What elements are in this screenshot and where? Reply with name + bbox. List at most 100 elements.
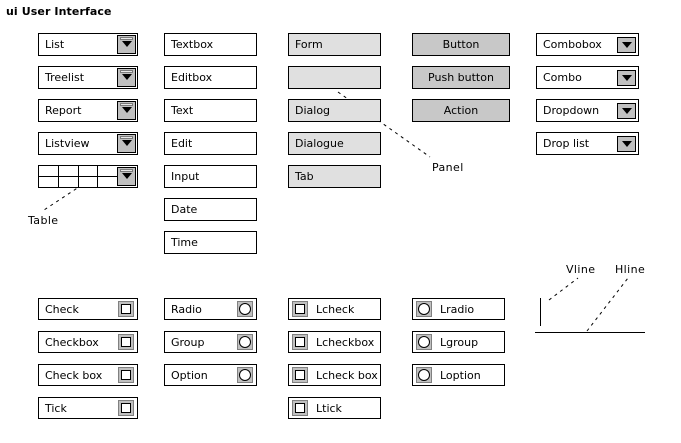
panel-tab[interactable]: Tab: [288, 165, 381, 188]
radio-group[interactable]: Group: [164, 331, 257, 353]
textbox-label: Text: [171, 105, 194, 116]
chevron-down-icon[interactable]: [617, 102, 636, 119]
checkbox-label: Check: [45, 303, 79, 315]
checkbox-label: Lcheck box: [316, 369, 378, 381]
checkbox-lcheck[interactable]: Lcheck: [288, 298, 381, 320]
table-row: [39, 176, 117, 187]
checkbox-label: Check box: [45, 369, 103, 381]
panel-dialogue[interactable]: Dialogue: [288, 132, 381, 155]
table-cell: [39, 166, 58, 176]
checkbox-label: Ltick: [316, 402, 342, 414]
radio-label: Group: [171, 336, 205, 348]
textbox-textbox[interactable]: Textbox: [164, 33, 257, 56]
textbox-text[interactable]: Text: [164, 99, 257, 122]
chevron-down-icon[interactable]: [617, 135, 636, 152]
checkbox-icon[interactable]: [118, 334, 134, 350]
radio-option[interactable]: Option: [164, 364, 257, 386]
radio-icon[interactable]: [416, 334, 432, 350]
textbox-input[interactable]: Input: [164, 165, 257, 188]
combobox-drop-list[interactable]: Drop list: [536, 132, 639, 155]
table-annotation-label: Table: [28, 214, 59, 227]
button-label: Button: [442, 39, 480, 50]
textbox-label: Edit: [171, 138, 193, 149]
list-dropdown-label: List: [45, 39, 65, 50]
vline-shape[interactable]: [540, 298, 541, 326]
chevron-down-icon[interactable]: [117, 35, 136, 54]
radio-lgroup[interactable]: Lgroup: [412, 331, 505, 353]
panel-blank[interactable]: [288, 66, 381, 89]
radio-icon[interactable]: [237, 367, 253, 383]
radio-icon[interactable]: [237, 334, 253, 350]
radio-lradio[interactable]: Lradio: [412, 298, 505, 320]
combobox-combobox[interactable]: Combobox: [536, 33, 639, 56]
radio-label: Lgroup: [440, 336, 479, 348]
textbox-label: Date: [171, 204, 198, 215]
checkbox-icon[interactable]: [292, 400, 308, 416]
button-label: Action: [443, 105, 479, 116]
vline-leader-line: [548, 277, 579, 301]
radio-loption[interactable]: Loption: [412, 364, 505, 386]
button-push-button[interactable]: Push button: [412, 66, 510, 89]
checkbox-icon[interactable]: [292, 367, 308, 383]
list-dropdown-treelist[interactable]: Treelist: [38, 66, 138, 89]
checkbox-check-box[interactable]: Check box: [38, 364, 138, 386]
radio-icon[interactable]: [237, 301, 253, 317]
list-dropdown-report[interactable]: Report: [38, 99, 138, 122]
list-dropdown-label: Listview: [45, 138, 90, 149]
table-cell: [97, 177, 117, 187]
checkbox-icon[interactable]: [118, 301, 134, 317]
list-dropdown-listview[interactable]: Listview: [38, 132, 138, 155]
page-title: ui User Interface: [6, 5, 112, 18]
button-button[interactable]: Button: [412, 33, 510, 56]
radio-icon[interactable]: [416, 367, 432, 383]
panel-label: Form: [295, 39, 323, 50]
checkbox-tick[interactable]: Tick: [38, 397, 138, 419]
panel-dialog[interactable]: Dialog: [288, 99, 381, 122]
checkbox-icon[interactable]: [292, 334, 308, 350]
checkbox-lcheck-box[interactable]: Lcheck box: [288, 364, 381, 386]
table-cell: [39, 177, 58, 187]
checkbox-label: Lcheck: [316, 303, 355, 315]
checkbox-check[interactable]: Check: [38, 298, 138, 320]
combobox-label: Dropdown: [543, 105, 600, 116]
checkbox-icon[interactable]: [118, 400, 134, 416]
table-cell: [97, 166, 117, 176]
combobox-label: Combo: [543, 72, 582, 83]
chevron-down-icon[interactable]: [617, 36, 636, 53]
table-grid: [39, 166, 117, 187]
hline-annotation-label: Hline: [615, 263, 646, 276]
checkbox-ltick[interactable]: Ltick: [288, 397, 381, 419]
hline-leader-line: [586, 277, 629, 332]
textbox-editbox[interactable]: Editbox: [164, 66, 257, 89]
chevron-down-icon[interactable]: [117, 134, 136, 153]
hline-shape[interactable]: [535, 332, 645, 333]
list-dropdown-label: Report: [45, 105, 82, 116]
checkbox-checkbox[interactable]: Checkbox: [38, 331, 138, 353]
panel-annotation-label: Panel: [432, 161, 464, 174]
button-action[interactable]: Action: [412, 99, 510, 122]
chevron-down-icon[interactable]: [117, 68, 136, 87]
combobox-combo[interactable]: Combo: [536, 66, 639, 89]
panel-form[interactable]: Form: [288, 33, 381, 56]
textbox-time[interactable]: Time: [164, 231, 257, 254]
textbox-date[interactable]: Date: [164, 198, 257, 221]
chevron-down-icon[interactable]: [117, 167, 136, 186]
table-widget[interactable]: [38, 165, 138, 188]
table-cell: [57, 177, 78, 187]
checkbox-icon[interactable]: [118, 367, 134, 383]
button-label: Push button: [428, 72, 494, 83]
checkbox-label: Tick: [45, 402, 67, 414]
checkbox-lcheckbox[interactable]: Lcheckbox: [288, 331, 381, 353]
chevron-down-icon[interactable]: [617, 69, 636, 86]
chevron-down-icon[interactable]: [117, 101, 136, 120]
radio-radio[interactable]: Radio: [164, 298, 257, 320]
combobox-dropdown[interactable]: Dropdown: [536, 99, 639, 122]
combobox-label: Combobox: [543, 39, 602, 50]
combobox-label: Drop list: [543, 138, 590, 149]
checkbox-icon[interactable]: [292, 301, 308, 317]
list-dropdown-list[interactable]: List: [38, 33, 138, 56]
checkbox-label: Checkbox: [45, 336, 99, 348]
radio-label: Lradio: [440, 303, 475, 315]
textbox-edit[interactable]: Edit: [164, 132, 257, 155]
radio-icon[interactable]: [416, 301, 432, 317]
